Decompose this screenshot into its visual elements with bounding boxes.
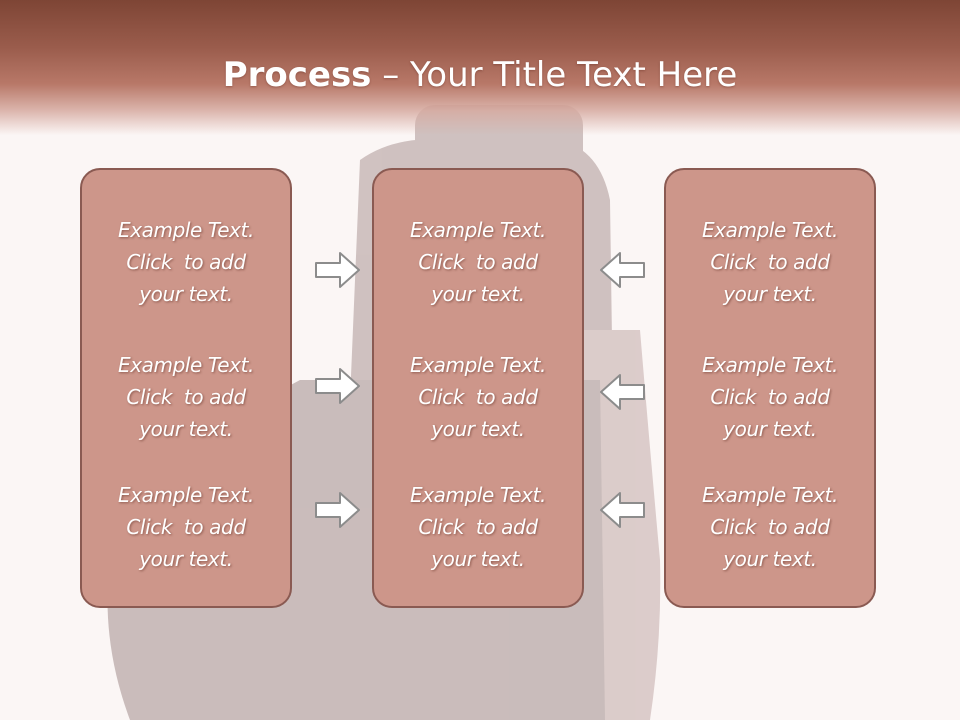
process-panel-left[interactable]: Example Text. Click to add your text. Ex… [80,168,292,608]
panel-text-block[interactable]: Example Text. Click to add your text. [374,214,582,310]
text-line: Example Text. [117,483,254,507]
text-line: your text. [139,282,233,306]
arrow-right-icon [315,252,360,288]
text-line: Example Text. [701,218,838,242]
title-bold-part: Process [222,55,372,95]
text-line: Click to add [126,250,246,274]
panel-text-block[interactable]: Example Text. Click to add your text. [82,479,290,575]
panel-text-block[interactable]: Example Text. Click to add your text. [82,214,290,310]
text-line: your text. [431,547,525,571]
text-line: Click to add [418,385,538,409]
title-rest-part: – Your Title Text Here [371,55,738,95]
text-line: Example Text. [117,218,254,242]
arrow-left-icon [600,252,645,288]
text-line: Example Text. [701,483,838,507]
process-panel-right[interactable]: Example Text. Click to add your text. Ex… [664,168,876,608]
title-bar [0,0,960,135]
text-line: Click to add [418,250,538,274]
panel-text-block[interactable]: Example Text. Click to add your text. [666,349,874,445]
text-line: Click to add [126,515,246,539]
text-line: Example Text. [701,353,838,377]
text-line: Click to add [710,385,830,409]
process-panel-center[interactable]: Example Text. Click to add your text. Ex… [372,168,584,608]
arrow-right-icon [315,368,360,404]
text-line: Example Text. [409,353,546,377]
text-line: your text. [139,547,233,571]
arrow-left-icon [600,374,645,410]
text-line: your text. [431,417,525,441]
text-line: your text. [139,417,233,441]
text-line: Click to add [710,515,830,539]
panel-text-block[interactable]: Example Text. Click to add your text. [666,479,874,575]
panel-text-block[interactable]: Example Text. Click to add your text. [374,349,582,445]
text-line: your text. [723,547,817,571]
text-line: your text. [723,282,817,306]
text-line: your text. [723,417,817,441]
text-line: Example Text. [409,483,546,507]
text-line: Example Text. [117,353,254,377]
panel-text-block[interactable]: Example Text. Click to add your text. [82,349,290,445]
slide-title[interactable]: Process – Your Title Text Here [0,52,960,98]
panel-text-block[interactable]: Example Text. Click to add your text. [666,214,874,310]
text-line: Example Text. [409,218,546,242]
arrow-right-icon [315,492,360,528]
text-line: Click to add [126,385,246,409]
panel-text-block[interactable]: Example Text. Click to add your text. [374,479,582,575]
text-line: Click to add [418,515,538,539]
text-line: your text. [431,282,525,306]
text-line: Click to add [710,250,830,274]
arrow-left-icon [600,492,645,528]
